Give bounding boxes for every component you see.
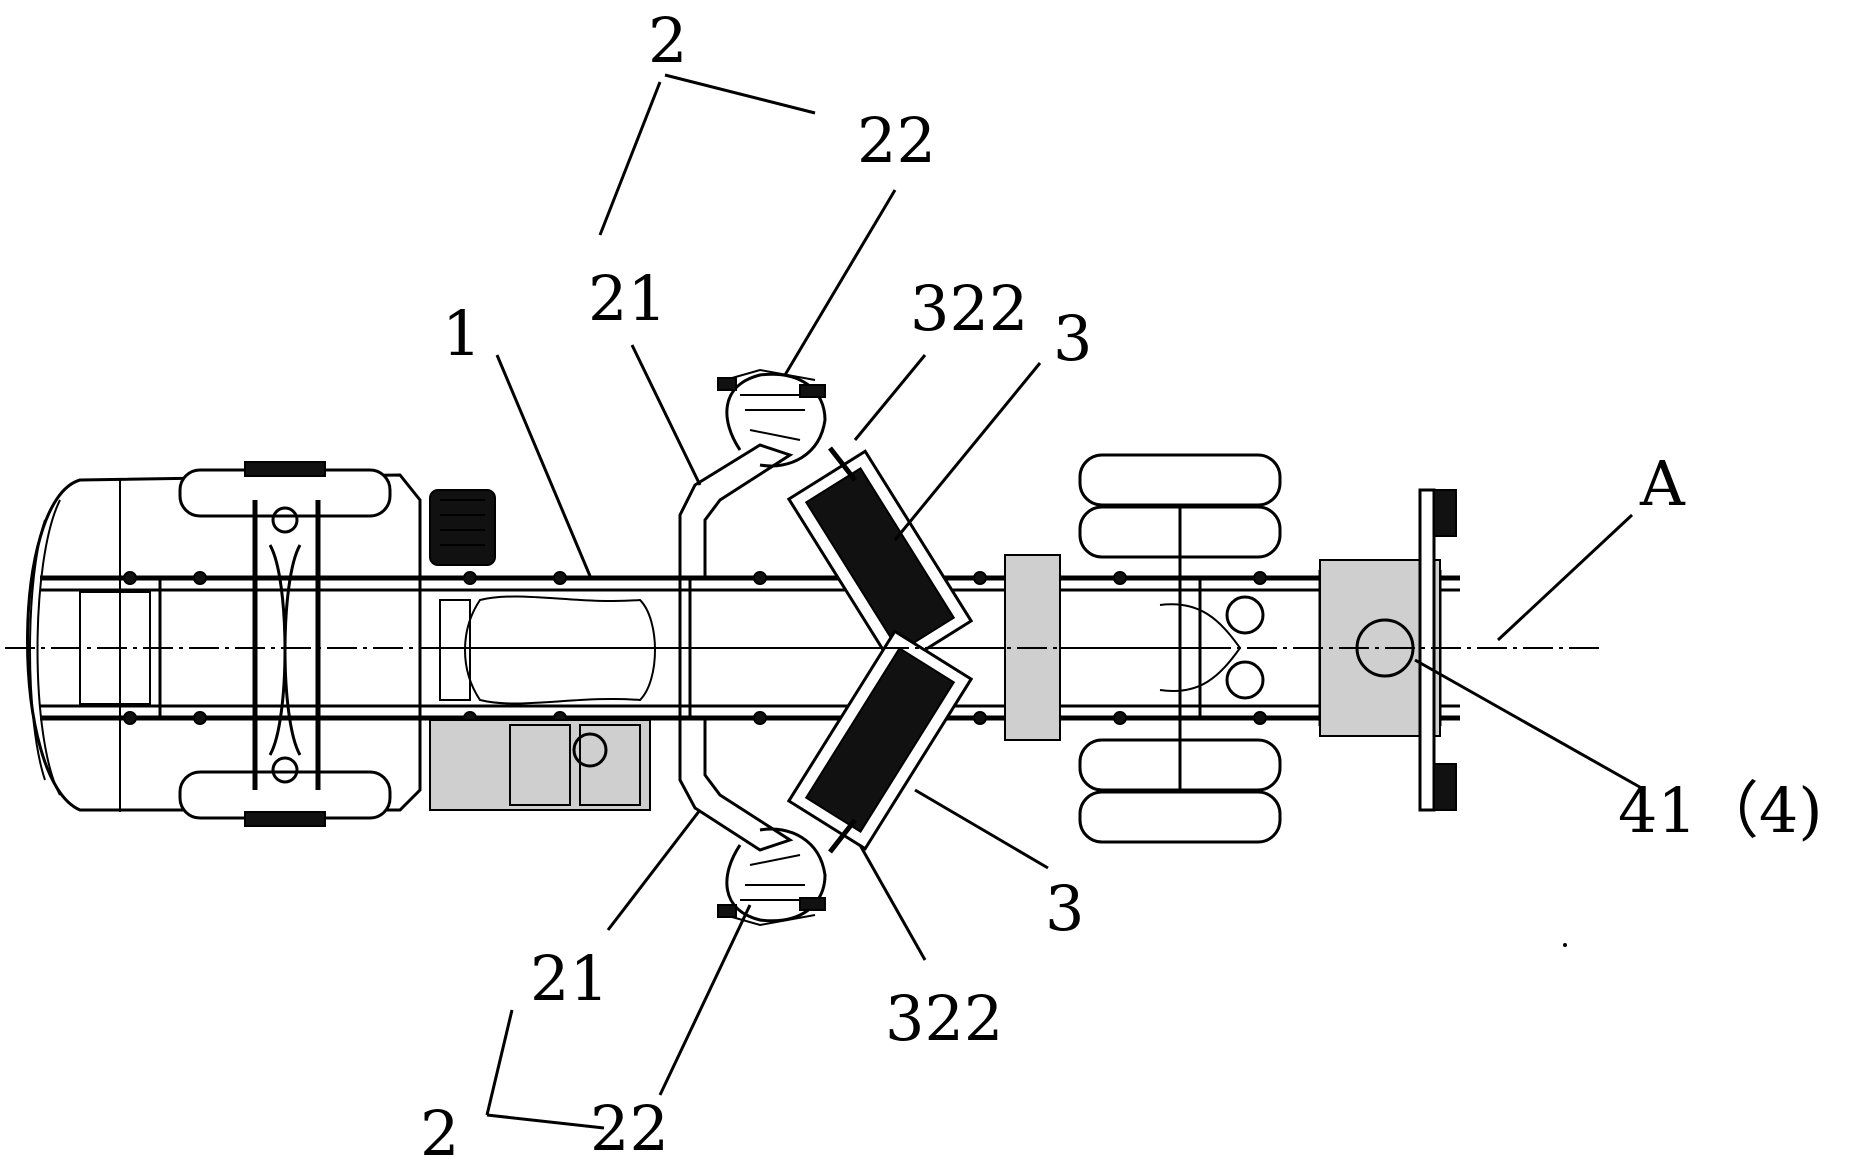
label-3-bottom: 3 <box>1045 872 1084 945</box>
label-322-top: 322 <box>910 272 1028 345</box>
callout-labels: 2 22 21 1 322 3 A 41（4) 21 3 322 2 22 <box>420 4 1823 1160</box>
cab <box>26 473 422 812</box>
front-axle <box>178 461 392 827</box>
support-leg-upper <box>786 446 974 671</box>
label-22-top: 22 <box>857 104 936 177</box>
frame-bolts <box>123 571 1267 725</box>
support-leg-lower <box>786 629 974 854</box>
label-322-bottom: 322 <box>885 982 1003 1055</box>
engine-compartment <box>429 489 656 811</box>
label-41-4: 41（4) <box>1618 774 1823 847</box>
label-2-bottom: 2 <box>420 1097 459 1160</box>
label-22-bottom: 22 <box>590 1092 669 1160</box>
label-1: 1 <box>442 297 481 370</box>
outrigger-upper <box>678 368 827 578</box>
rear-bumper <box>1418 488 1457 812</box>
label-A: A <box>1639 447 1686 520</box>
stray-dot <box>1563 943 1567 947</box>
label-21-top: 21 <box>588 262 667 335</box>
outrigger-lower <box>678 718 827 927</box>
label-21-bottom: 21 <box>530 942 609 1015</box>
label-2-top: 2 <box>648 4 687 77</box>
label-3-top: 3 <box>1053 302 1092 375</box>
leader-lines <box>485 73 1646 1130</box>
